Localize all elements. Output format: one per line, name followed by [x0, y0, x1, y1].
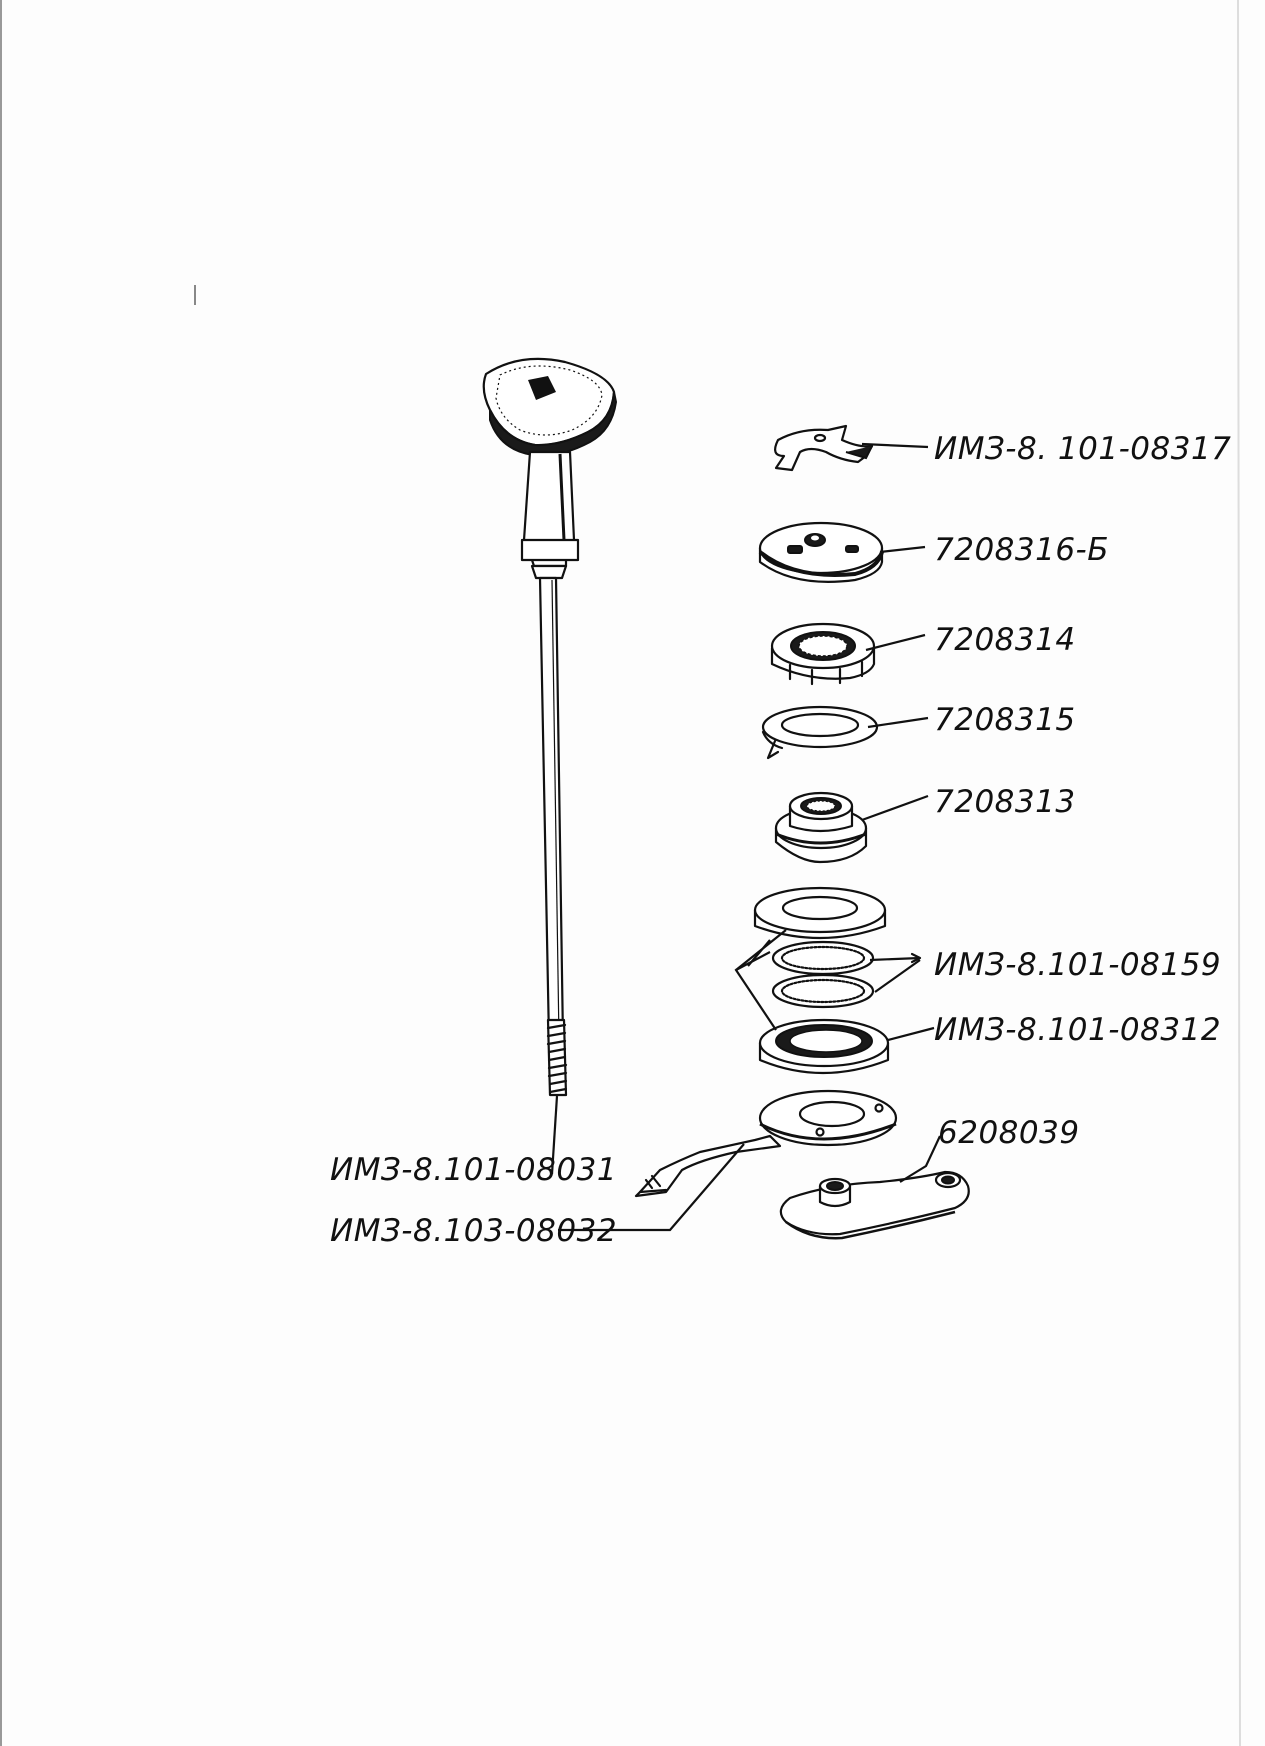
rod-collar	[520, 538, 580, 562]
label-rod: ИМЗ-8.101-08031	[330, 1152, 617, 1188]
scan-edge	[1237, 0, 1241, 1746]
part-bracket	[634, 1089, 898, 1198]
part-cone	[774, 791, 868, 864]
label-bracket: ИМЗ-8.103-08032	[330, 1213, 617, 1249]
label-nut: 7208314	[934, 622, 1076, 658]
knob-emblem-icon	[528, 376, 556, 400]
rod-assembly	[482, 357, 618, 1097]
label-washer: 7208315	[934, 702, 1076, 738]
part-clip	[773, 424, 874, 472]
label-lever-plate: 6208039	[938, 1115, 1080, 1151]
part-bearing-rings	[771, 940, 875, 1009]
part-nut-cover	[758, 521, 884, 583]
part-washer	[761, 705, 879, 760]
label-clip: ИМЗ-8. 101-08317	[934, 431, 1231, 467]
part-cup-lower	[758, 1018, 890, 1075]
label-cone: 7208313	[934, 784, 1076, 820]
callout-labels: ИМЗ-8. 101-08317 7208316-Б 7208314 72083…	[330, 431, 1231, 1249]
rod-thread	[546, 1018, 568, 1097]
rod-handle-shade	[558, 453, 566, 541]
label-nut-cover: 7208316-Б	[934, 532, 1109, 568]
part-cup-top	[753, 886, 887, 940]
part-lever-plate	[779, 1170, 970, 1240]
rod-shaft	[538, 576, 565, 1042]
label-bearing-rings: ИМЗ-8.101-08159	[934, 947, 1221, 983]
knob-knurling	[495, 365, 603, 436]
rod-shaft-highlight	[551, 579, 560, 1041]
part-nut	[770, 622, 876, 686]
rod-neck	[530, 564, 568, 580]
label-cup: ИМЗ-8.101-08312	[934, 1012, 1221, 1048]
leader-lines	[550, 442, 941, 1232]
